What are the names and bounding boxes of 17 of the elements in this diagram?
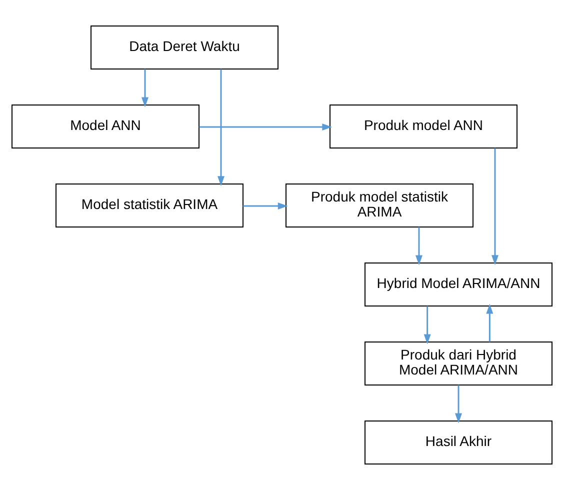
arrow	[486, 304, 494, 342]
arrow	[424, 306, 431, 344]
node-box: Produk model statistik ARIMA	[286, 184, 474, 228]
node-box: Hybrid Model ARIMA/ANN	[364, 262, 552, 306]
node-box: Model ANN	[12, 104, 200, 148]
arrow	[455, 385, 462, 424]
node-box: Produk model ANN	[330, 104, 518, 148]
arrow	[142, 69, 148, 108]
node-box: Model statistik ARIMA	[56, 184, 244, 228]
arrow	[243, 202, 288, 210]
node-box: Produk dari Hybrid Model ARIMA/ANN	[364, 342, 552, 386]
arrow	[492, 148, 498, 266]
node-box: Hasil Akhir	[364, 420, 552, 464]
arrow	[218, 69, 224, 186]
arrow	[199, 124, 332, 130]
node-box: Data Deret Waktu	[90, 26, 278, 70]
arrow	[416, 227, 422, 266]
